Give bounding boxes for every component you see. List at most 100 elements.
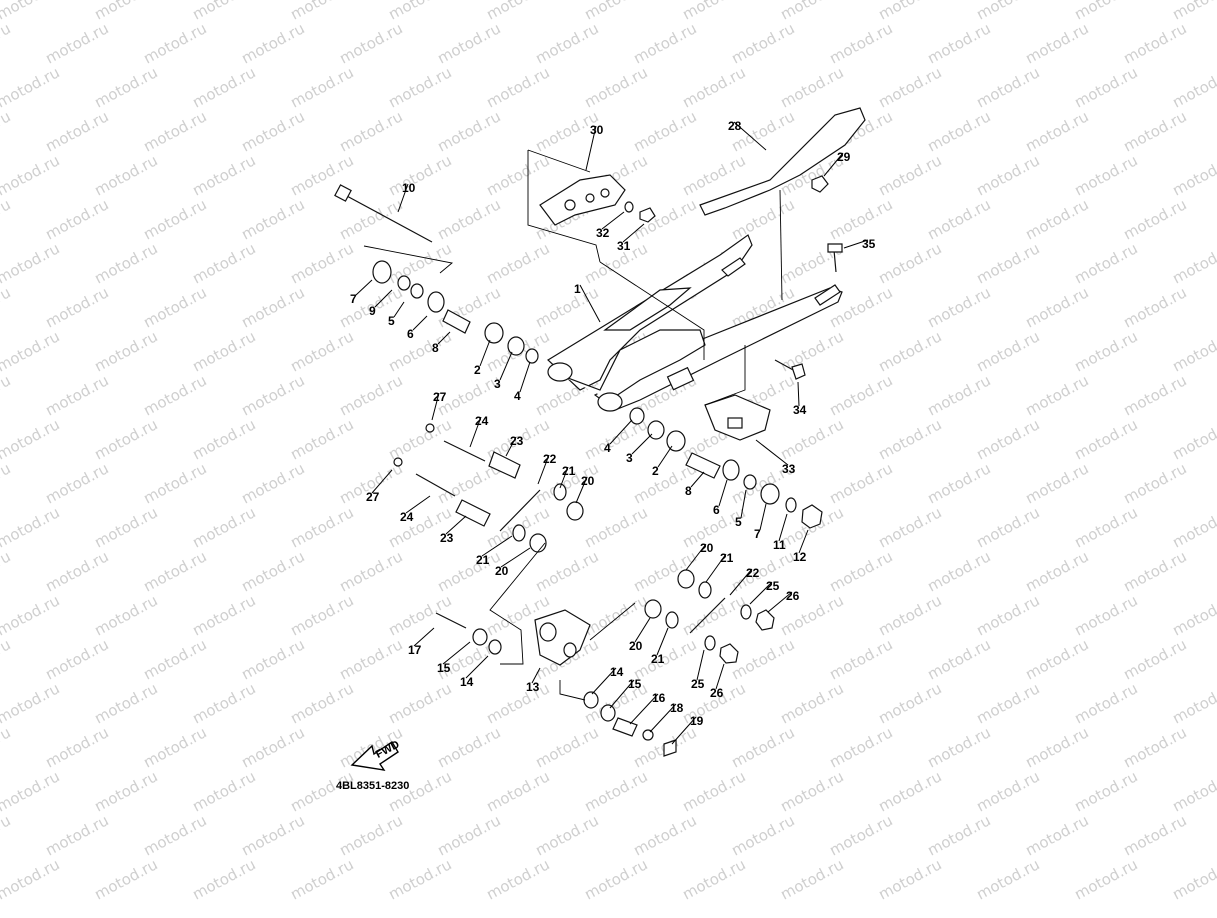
leader-line-c10: [397, 183, 409, 213]
watermark-text: motod.ru: [630, 811, 699, 859]
leader-line-c24b: [405, 495, 431, 514]
leader-line-c6a: [412, 315, 428, 331]
watermark-text: motod.ru: [434, 195, 503, 243]
watermark-text: motod.ru: [238, 371, 307, 419]
watermark-text: motod.ru: [238, 459, 307, 507]
watermark-text: motod.ru: [1022, 547, 1091, 595]
leader-line-c23a: [505, 436, 517, 457]
watermark-text: motod.ru: [1169, 415, 1217, 463]
watermark-text: motod.ru: [1071, 591, 1140, 639]
callout-c4b: 4: [604, 441, 611, 455]
watermark-text: motod.ru: [1169, 767, 1217, 815]
watermark-text: motod.ru: [385, 63, 454, 111]
watermark-text: motod.ru: [1071, 151, 1140, 199]
callout-c21c: 21: [720, 551, 734, 565]
watermark-text: motod.ru: [875, 239, 944, 287]
watermark-text: motod.ru: [1071, 239, 1140, 287]
callout-c2a: 2: [474, 363, 481, 377]
watermark-text: motod.ru: [336, 195, 405, 243]
callout-c7a: 7: [350, 292, 357, 306]
watermark-text: motod.ru: [1120, 459, 1189, 507]
callout-c10: 10: [402, 181, 416, 195]
watermark-text: motod.ru: [189, 591, 258, 639]
leader-line-c7b: [759, 503, 767, 531]
leader-line-c29: [823, 152, 844, 177]
fasteners-and-bushings: [334, 175, 843, 757]
callout-c5a: 5: [388, 314, 395, 328]
leader-line-c21b: [481, 535, 513, 557]
watermark-text: motod.ru: [1169, 503, 1217, 551]
watermark-text: motod.ru: [679, 63, 748, 111]
watermark-text: motod.ru: [1022, 19, 1091, 67]
watermark-text: motod.ru: [1169, 151, 1217, 199]
watermark-text: motod.ru: [189, 151, 258, 199]
watermark-text: motod.ru: [1071, 855, 1140, 903]
watermark-text: motod.ru: [287, 63, 356, 111]
watermark-text: motod.ru: [0, 283, 14, 331]
watermark-text: motod.ru: [0, 19, 14, 67]
watermark-text: motod.ru: [532, 19, 601, 67]
watermark-text: motod.ru: [483, 679, 552, 727]
watermark-text: motod.ru: [1022, 459, 1091, 507]
callout-c30: 30: [590, 123, 604, 137]
callout-c3a: 3: [494, 377, 501, 391]
watermark-text: motod.ru: [336, 19, 405, 67]
watermark-text: motod.ru: [826, 635, 895, 683]
watermark-text: motod.ru: [1071, 767, 1140, 815]
callout-c27b: 27: [366, 490, 380, 504]
leader-line-c21c: [705, 553, 727, 583]
callout-c21b: 21: [476, 553, 490, 567]
watermark-text: motod.ru: [140, 371, 209, 419]
leader-line-c15a: [442, 641, 471, 665]
watermark-text: motod.ru: [0, 723, 14, 771]
callout-c20b: 20: [495, 564, 509, 578]
callout-c25a: 25: [766, 579, 780, 593]
leader-line-c21a: [559, 466, 569, 489]
callout-c18: 18: [670, 701, 684, 715]
watermark-text: motod.ru: [777, 63, 846, 111]
watermark-text: motod.ru: [1071, 503, 1140, 551]
watermark-text: motod.ru: [385, 855, 454, 903]
watermark-text: motod.ru: [1169, 855, 1217, 903]
watermark-text: motod.ru: [1022, 811, 1091, 859]
watermark-text: motod.ru: [1120, 371, 1189, 419]
watermark-text: motod.ru: [973, 239, 1042, 287]
watermark-text: motod.ru: [924, 107, 993, 155]
watermark-text: motod.ru: [581, 503, 650, 551]
leader-line-c27a: [431, 392, 440, 421]
watermark-text: motod.ru: [630, 19, 699, 67]
watermark-text: motod.ru: [287, 591, 356, 639]
watermark-text: motod.ru: [826, 371, 895, 419]
swingarm-assembly: [539, 107, 866, 441]
watermark-text: motod.ru: [385, 415, 454, 463]
watermark-text: motod.ru: [973, 151, 1042, 199]
watermark-text: motod.ru: [42, 635, 111, 683]
watermark-text: motod.ru: [1022, 195, 1091, 243]
watermark-text: motod.ru: [532, 811, 601, 859]
leader-line-c11: [778, 513, 788, 542]
watermark-text: motod.ru: [875, 151, 944, 199]
watermark-text: motod.ru: [140, 195, 209, 243]
leader-line-c8a: [437, 331, 451, 345]
watermark-text: motod.ru: [189, 503, 258, 551]
watermark-text: motod.ru: [973, 503, 1042, 551]
leader-line-c19: [671, 716, 697, 745]
watermark-text: motod.ru: [434, 811, 503, 859]
callout-c23b: 23: [440, 531, 454, 545]
watermark-text: motod.ru: [679, 591, 748, 639]
watermark-text: motod.ru: [42, 371, 111, 419]
callout-c27a: 27: [433, 390, 447, 404]
callout-c22b: 22: [746, 566, 760, 580]
watermark-text: motod.ru: [630, 107, 699, 155]
callout-c29: 29: [837, 150, 851, 164]
watermark-text: motod.ru: [1071, 63, 1140, 111]
watermark-text: motod.ru: [0, 855, 63, 903]
watermark-text: motod.ru: [0, 811, 14, 859]
watermark-text: motod.ru: [189, 855, 258, 903]
leader-line-c25b: [696, 649, 705, 681]
watermark-text: motod.ru: [336, 107, 405, 155]
watermark-text: motod.ru: [1169, 63, 1217, 111]
leader-line-c33: [755, 439, 789, 466]
watermark-text: motod.ru: [973, 327, 1042, 375]
watermark-text: motod.ru: [238, 19, 307, 67]
